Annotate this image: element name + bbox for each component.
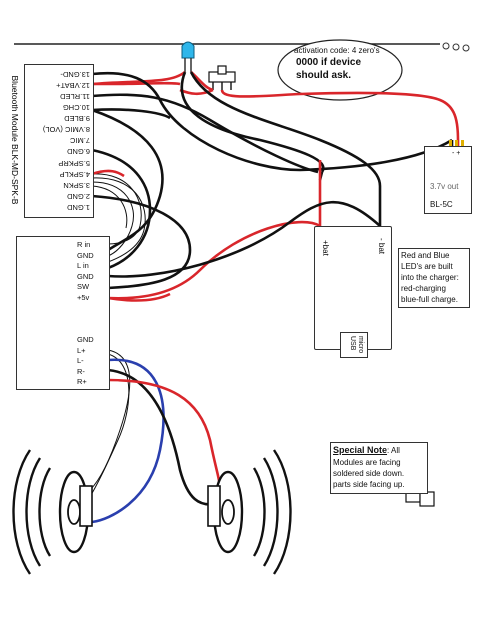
amp-input-pin-label: GND: [77, 271, 94, 281]
deco-circle: [442, 42, 450, 50]
deco-circle: [462, 44, 470, 52]
led-note-line: LED's are built: [401, 262, 453, 271]
amp-input-pin-label: R in: [77, 240, 91, 249]
bluetooth-pin-label: 11.RLED: [60, 92, 90, 101]
black-wire: [91, 71, 453, 172]
red-wire: [92, 81, 181, 86]
led-note-line: red-charging: [401, 284, 446, 293]
blue-wire: [91, 358, 165, 524]
amp-input-pin-label: SW: [77, 282, 90, 292]
black-wire: [91, 108, 164, 252]
special-note-box: [330, 442, 428, 494]
status-led: [181, 41, 195, 72]
special-note-heading: Special Note: [333, 445, 388, 455]
bluetooth-pin-label: 5.SPKRP: [58, 158, 90, 168]
left-speaker-icon: [12, 449, 93, 575]
black-wire: [91, 148, 152, 270]
special-note-line: parts side facing up.: [333, 480, 405, 489]
battery-terminal-icon: [449, 140, 464, 150]
right-speaker-icon: [207, 449, 292, 575]
special-note-line: soldered side down.: [333, 469, 405, 478]
bluetooth-pin-label: 4.SPKLP: [59, 169, 90, 179]
special-note-suffix: : All: [387, 446, 400, 455]
power-switch-icon: [208, 65, 236, 90]
red-wire: [107, 220, 321, 300]
amp-output-pin-label: GND: [77, 335, 94, 344]
speaker-wire: [89, 349, 131, 491]
charger-neg-label: - bat: [377, 238, 386, 255]
amp-input-pin-label: GND: [77, 250, 94, 260]
amp-output-pin-label: L+: [77, 345, 86, 355]
black-wire: [91, 93, 319, 174]
bluetooth-pin-label: 10.CHG: [62, 103, 90, 113]
bluetooth-pin-label: 13.GND-: [60, 69, 90, 79]
amp-output-pin-label: R-: [77, 366, 85, 376]
red-wire: [107, 292, 171, 302]
led-note-line: Red and Blue: [401, 251, 450, 260]
bluetooth-pin-label: 2.GND: [67, 191, 90, 201]
black-wire: [91, 194, 192, 290]
amp-input-pin-label: +5v: [77, 293, 90, 302]
activation-instruction: should ask.: [296, 70, 352, 81]
battery-pack: [424, 146, 472, 214]
module-square-icon: [419, 491, 435, 507]
bluetooth-pin-label: 7.MIC: [69, 136, 90, 146]
bluetooth-module-title: Bluetooth Module BLK-MD-SPK-B: [10, 75, 20, 205]
speaker-wire: [87, 353, 130, 501]
battery-terminal-label: - +: [452, 150, 461, 157]
amp-output-pin-label: L-: [77, 356, 84, 366]
bluetooth-pin-label: 8.VMIC (VOL): [42, 125, 90, 135]
black-wire: [189, 71, 382, 187]
battery-output-label: 3.7v out: [430, 182, 459, 191]
signal-wire: [91, 181, 134, 257]
activation-code-emphasis: 0000 if device: [296, 57, 362, 68]
led-note-line: blue-full charge.: [401, 295, 458, 304]
red-wire: [91, 169, 125, 178]
led-note-box: [398, 248, 470, 308]
bluetooth-pin-label: 9.BLED: [64, 114, 90, 124]
bluetooth-module: [24, 64, 94, 218]
micro-usb-label: micro USB: [349, 336, 364, 354]
battery-model-label: BL-5C: [430, 200, 453, 209]
bluetooth-pin-label: 6.GND: [67, 147, 90, 157]
red-wire: [220, 89, 460, 141]
signal-wire: [91, 173, 142, 245]
bluetooth-pin-label: 3.SPKN: [63, 180, 90, 190]
signal-wire: [91, 177, 146, 263]
black-wire: [91, 108, 171, 120]
deco-circle: [452, 43, 460, 51]
amplifier-module: [16, 236, 110, 390]
micro-usb-port: [340, 332, 368, 358]
charger-module: [314, 226, 392, 350]
special-note-title: Special Note: All: [333, 445, 400, 455]
red-wire: [107, 378, 222, 489]
amp-output-pin-label: R+: [77, 377, 87, 387]
black-wire: [107, 200, 381, 278]
signal-wire: [91, 185, 128, 229]
led-note-line: into the charger:: [401, 273, 459, 282]
activation-code-line: activation code: 4 zero's: [294, 46, 380, 55]
bluetooth-pin-label: 12.VBAT+: [56, 80, 90, 90]
activation-bubble: [277, 39, 403, 101]
charger-pos-label: +bat: [321, 240, 330, 256]
special-note-line: Modules are facing: [333, 458, 401, 467]
amp-input-pin-label: L in: [77, 261, 89, 271]
black-wire: [180, 71, 325, 173]
bluetooth-pin-label: 1.GND: [67, 203, 90, 212]
